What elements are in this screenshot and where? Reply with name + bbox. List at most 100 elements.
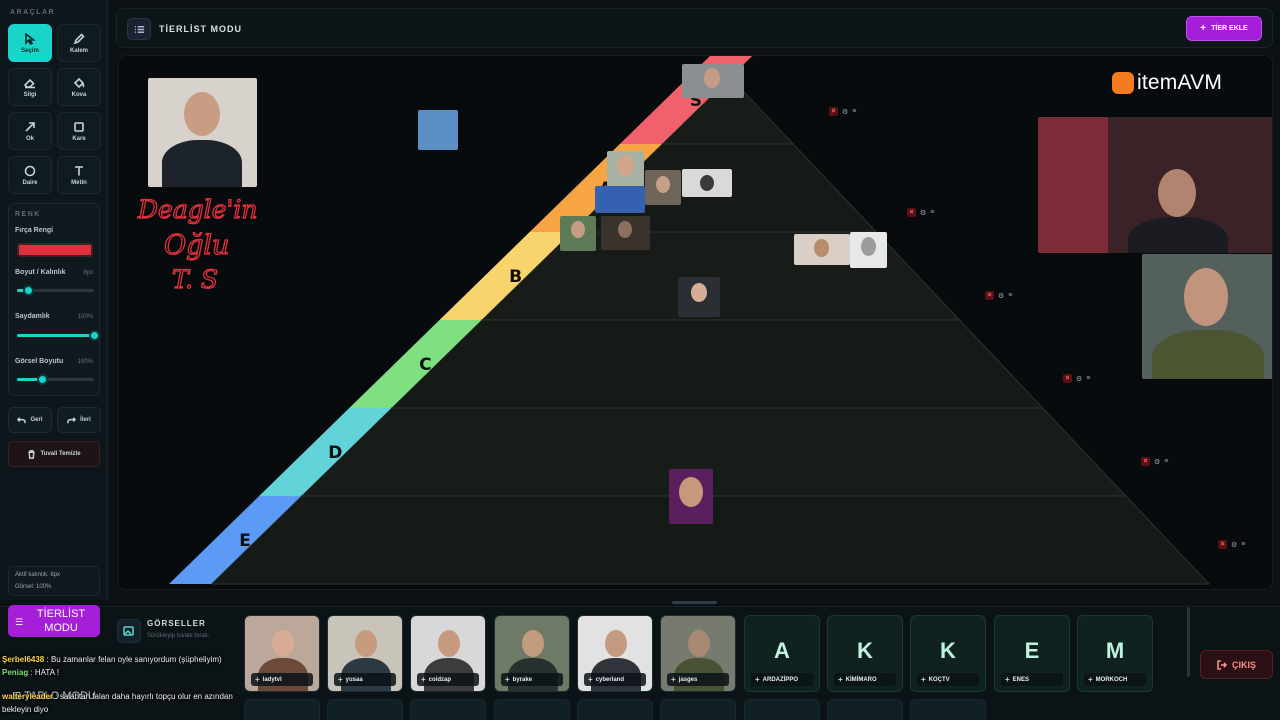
gear-icon[interactable]: ⚙ (842, 108, 849, 116)
undo-button[interactable]: Geri (8, 407, 52, 433)
drag-handle-icon[interactable]: ≡ (1008, 292, 1013, 299)
placed-photo[interactable] (850, 232, 887, 268)
gallery-card-label: yusaa (345, 676, 363, 683)
gear-icon[interactable]: ⚙ (1076, 375, 1083, 383)
opacity-value: 100% (77, 314, 93, 320)
size-slider-knob[interactable] (22, 285, 34, 296)
gear-icon[interactable]: ⚙ (998, 292, 1005, 300)
tool-bucket-button[interactable]: Kova (57, 68, 101, 106)
placed-photo[interactable] (418, 110, 458, 150)
add-tier-button[interactable]: + TİER EKLE (1186, 16, 1262, 41)
tool-eraser-button[interactable]: Silgi (8, 68, 52, 106)
gallery-card[interactable] (827, 699, 903, 720)
drawing-canvas[interactable]: SABCDE Deagle'in Oğlu T. S ×⚙≡ ×⚙≡ (118, 55, 1273, 590)
panel-resize-handle[interactable] (672, 601, 717, 604)
gallery-card[interactable]: +jasges (660, 615, 736, 692)
size-slider[interactable] (17, 285, 94, 296)
gallery-letter-card[interactable]: K +KOÇTV (910, 615, 986, 692)
gallery-letter-card[interactable]: A +ARDAZİPPO (744, 615, 820, 692)
redo-button[interactable]: İleri (57, 407, 101, 433)
opacity-slider[interactable] (17, 330, 100, 341)
brush-color-swatch[interactable] (17, 243, 93, 257)
gallery-letter-card[interactable]: M +MORKOCH (1077, 615, 1153, 692)
add-tier-label: TİER EKLE (1211, 25, 1248, 32)
gallery-letter-card[interactable]: K +KİMİMARO (827, 615, 903, 692)
placed-photo[interactable] (669, 469, 713, 524)
placed-photo[interactable] (678, 277, 720, 317)
drag-handle-icon[interactable]: ≡ (1241, 541, 1246, 548)
board-mode-button[interactable]: ⊞ TABLO MODU (12, 689, 96, 702)
logout-icon (1217, 659, 1227, 670)
tierlist-mode-button[interactable]: ☰ TİERLİST MODU (8, 605, 100, 637)
drag-handle-icon[interactable]: ≡ (852, 108, 857, 115)
tier-row-c[interactable] (390, 319, 1044, 409)
gallery-card[interactable]: +yusaa (327, 615, 403, 692)
tier-band-b (439, 232, 572, 320)
chat-username: walteryleader (2, 692, 54, 701)
letter-avatar: K (857, 638, 873, 663)
placed-photo[interactable] (682, 64, 744, 98)
tool-circle-button[interactable]: Daire (8, 156, 52, 194)
placed-photo[interactable] (601, 216, 650, 250)
delete-tier-button[interactable]: × (985, 291, 994, 300)
opacity-slider-knob[interactable] (89, 330, 100, 341)
letter-avatar: A (774, 638, 790, 663)
gear-icon[interactable]: ⚙ (920, 209, 927, 217)
delete-tier-button[interactable]: × (829, 107, 838, 116)
gallery-card[interactable]: +ladytvl (244, 615, 320, 692)
tool-select-button[interactable]: Seçim (8, 24, 52, 62)
placed-photo[interactable] (645, 170, 681, 205)
gallery-card[interactable] (410, 699, 486, 720)
delete-tier-button[interactable]: × (1063, 374, 1072, 383)
drag-handle-icon[interactable]: ≡ (1164, 458, 1169, 465)
status-info-box: Aktif kalınlık: 8px Görsel: 100% (8, 566, 100, 596)
drag-handle-icon[interactable]: ≡ (1086, 375, 1091, 382)
tool-pen-button[interactable]: Kalem (57, 24, 101, 62)
tier-label: C (419, 355, 431, 375)
placed-photo[interactable] (595, 186, 645, 213)
delete-tier-button[interactable]: × (1141, 457, 1150, 466)
gallery-card-label: ENES (1012, 676, 1030, 683)
gallery-card[interactable]: +byrake (494, 615, 570, 692)
tool-text-button[interactable]: Metin (57, 156, 101, 194)
gallery-card[interactable] (744, 699, 820, 720)
image-size-slider[interactable] (17, 374, 94, 385)
brush-color-label: Fırça Rengi (15, 227, 54, 234)
gallery-card-label: KİMİMARO (845, 676, 877, 683)
placed-photo[interactable] (560, 216, 596, 251)
image-size-slider-knob[interactable] (37, 374, 49, 385)
gallery-card-caption: +KİMİMARO (834, 673, 896, 686)
tool-arrow-button[interactable]: Ok (8, 112, 52, 150)
placed-photo[interactable] (148, 78, 257, 187)
delete-tier-button[interactable]: × (907, 208, 916, 217)
delete-tier-button[interactable]: × (1218, 540, 1227, 549)
gear-icon[interactable]: ⚙ (1154, 458, 1161, 466)
tier-row-d[interactable] (299, 407, 1127, 497)
gallery-card[interactable]: +cyberland (577, 615, 653, 692)
placed-photo[interactable] (607, 151, 644, 187)
tier-row-e[interactable] (209, 495, 1211, 585)
gallery-card[interactable] (494, 699, 570, 720)
gallery-card[interactable] (660, 699, 736, 720)
gallery-card[interactable] (910, 699, 986, 720)
exit-button[interactable]: ÇIKIŞ (1200, 650, 1273, 679)
size-slider-fill (17, 289, 28, 292)
gallery-card-caption: +jasges (667, 673, 729, 686)
gallery-card[interactable]: +coidzap (410, 615, 486, 692)
gallery-card[interactable] (577, 699, 653, 720)
clear-canvas-button[interactable]: Tuvali Temizle (8, 441, 100, 467)
gallery-scrollbar[interactable] (1187, 607, 1190, 677)
gallery-card[interactable] (244, 699, 320, 720)
drag-handle-icon[interactable]: ≡ (930, 209, 935, 216)
top-header: TİERLİST MODU + TİER EKLE (116, 8, 1273, 48)
plus-icon: + (921, 675, 926, 684)
placed-photo[interactable] (794, 234, 850, 265)
gear-icon[interactable]: ⚙ (1231, 541, 1238, 549)
gallery-card[interactable] (327, 699, 403, 720)
size-value: 8px (83, 270, 93, 276)
placed-photo[interactable] (682, 169, 732, 197)
gallery-letter-card[interactable]: E +ENES (994, 615, 1070, 692)
tool-square-button[interactable]: Kare (57, 112, 101, 150)
square-icon (74, 121, 84, 132)
gallery-panel: GÖRSELLER Sürükleyip tuvale bırak. +lady… (0, 606, 1280, 720)
